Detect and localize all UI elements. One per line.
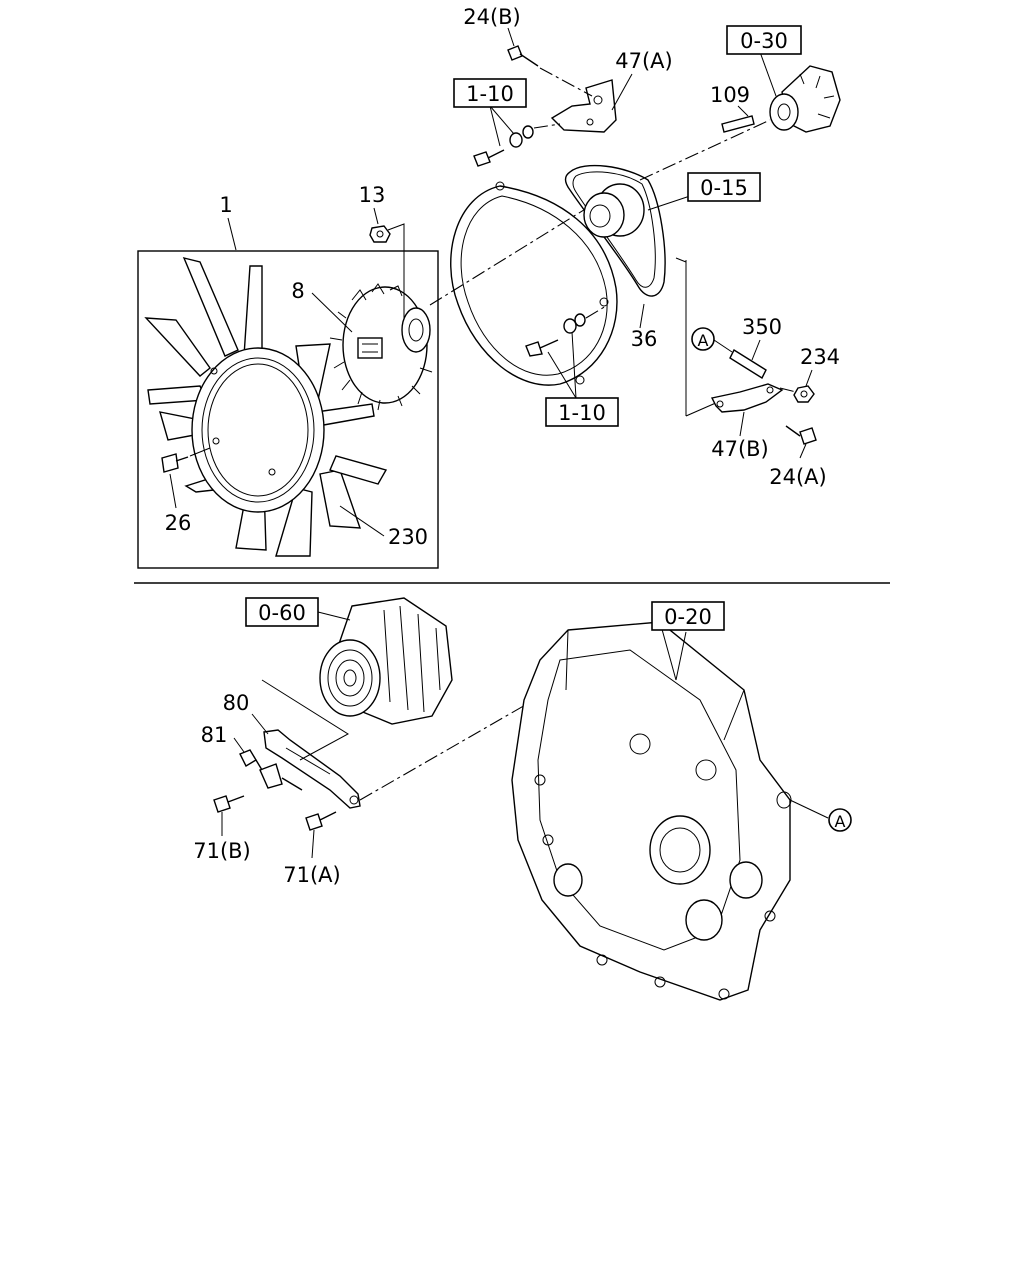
leader-8-guide <box>429 199 601 306</box>
bolt-26 <box>161 447 211 473</box>
ref-0-15: 0-15 <box>700 176 748 200</box>
callout-circle-a-top <box>691 327 715 351</box>
label-71b: 71(B) <box>193 839 251 863</box>
leader-81 <box>233 737 245 753</box>
belt-36 <box>564 164 666 297</box>
leader-13 <box>373 207 379 225</box>
alternator <box>319 597 453 725</box>
label-24a: 24(A) <box>769 465 826 489</box>
leader-1-10-mid-b <box>571 331 577 399</box>
leader-47a <box>611 73 633 111</box>
belt-to-bracket-2 <box>675 257 687 263</box>
label-47a: 47(A) <box>615 49 672 73</box>
leader-0-20 <box>675 631 687 681</box>
ref-box-0-60 <box>245 597 319 627</box>
leader-1 <box>227 217 237 251</box>
bolt-24a <box>785 425 817 445</box>
leader-234 <box>805 369 813 387</box>
stud-109 <box>721 115 755 133</box>
ref-0-20: 0-20 <box>664 605 712 629</box>
leader-1-10-mid-a <box>547 351 577 399</box>
callout-circle-a-bottom <box>828 808 852 832</box>
fan-guide <box>450 181 618 386</box>
leader-13-8 <box>387 223 405 318</box>
label-13: 13 <box>359 183 386 207</box>
fan-230 <box>144 256 388 557</box>
label-350: 350 <box>742 315 782 339</box>
leader-80 <box>251 713 269 735</box>
label-81: 81 <box>201 723 228 747</box>
leader-A2 <box>789 799 829 819</box>
adjusting-plate-80 <box>263 729 361 809</box>
leader-47b <box>739 411 745 437</box>
bolt-71a <box>305 811 337 831</box>
bracket-to-nut <box>779 387 797 393</box>
leader-350 <box>751 339 761 361</box>
label-47b: 47(B) <box>711 437 769 461</box>
label-71a: 71(A) <box>283 863 340 887</box>
nut-13 <box>369 225 391 243</box>
ref-box-1-10-mid <box>545 397 619 427</box>
label-230: 230 <box>388 525 428 549</box>
callout-a-bottom: A <box>835 812 846 831</box>
leader-71a <box>311 829 315 859</box>
plate-to-alt <box>261 679 349 761</box>
leader-36 <box>639 303 645 329</box>
ref-1-10-top: 1-10 <box>466 82 514 106</box>
leader-24a <box>799 443 807 459</box>
stud-350 <box>729 348 767 380</box>
leader-8 <box>311 292 353 333</box>
leader-230 <box>339 505 385 537</box>
leader-A1 <box>713 339 733 353</box>
label-234: 234 <box>800 345 840 369</box>
ref-1-10-mid: 1-10 <box>558 401 606 425</box>
ref-box-1-10-top <box>453 78 527 108</box>
leader-0-30 <box>759 51 777 97</box>
label-80: 80 <box>223 691 250 715</box>
label-24b: 24(B) <box>463 5 521 29</box>
label-36: 36 <box>631 327 658 351</box>
bolt-81 <box>239 749 303 791</box>
plate-to-case <box>359 699 535 801</box>
label-8: 8 <box>291 279 304 303</box>
fan-assembly-frame <box>137 250 439 569</box>
pulley-to-pump <box>639 119 771 181</box>
nut-234 <box>793 385 815 403</box>
bolt-1-10-top <box>473 123 561 167</box>
label-109: 109 <box>710 83 750 107</box>
fan-clutch-8 <box>329 283 433 411</box>
label-26: 26 <box>165 511 192 535</box>
ref-box-0-15 <box>687 172 761 202</box>
bolt-1-10-mid <box>525 305 607 357</box>
bracket-47b <box>710 383 784 413</box>
pulley <box>583 183 645 238</box>
leader-1-10-top-a <box>489 105 501 147</box>
ref-0-60: 0-60 <box>258 601 306 625</box>
bracket-47a <box>550 79 617 133</box>
leader-26 <box>169 473 177 509</box>
ref-box-0-20 <box>651 601 725 631</box>
label-1: 1 <box>219 193 232 217</box>
leader-24b <box>507 27 515 47</box>
bolt-71b <box>213 795 245 813</box>
water-pump <box>769 65 841 133</box>
belt-to-bracket-3 <box>685 401 719 417</box>
leader-1-10-top-b <box>489 105 515 135</box>
bolt-24b <box>507 45 593 97</box>
gear-case <box>511 621 792 1001</box>
ref-0-30: 0-30 <box>740 29 788 53</box>
callout-a-top: A <box>698 331 709 350</box>
ref-box-0-30 <box>726 25 802 55</box>
leader-109 <box>737 105 749 117</box>
leader-0-15 <box>647 195 691 211</box>
leader-0-60 <box>317 611 351 621</box>
